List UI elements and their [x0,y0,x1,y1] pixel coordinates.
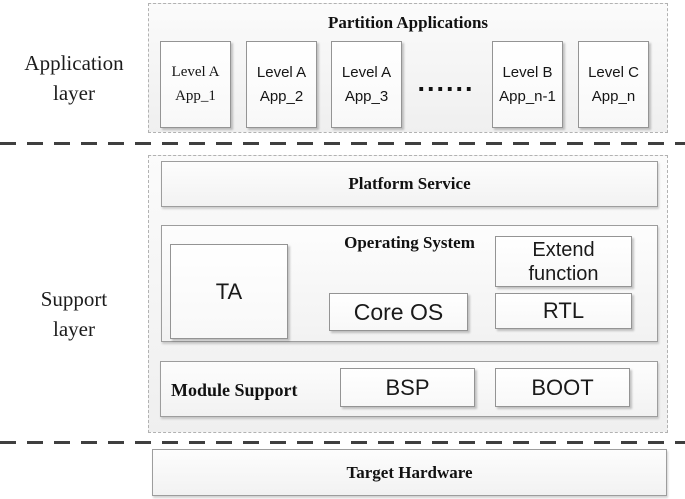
boot-box: BOOT [495,368,630,407]
partition-applications-container: Partition Applications Level A App_1 Lev… [148,3,668,133]
operating-system-title: Operating System [344,233,475,252]
rtl-box: RTL [495,293,632,329]
app-box-level-b-app-n-1: Level B App_n-1 [492,41,563,128]
module-support-title: Module Support [171,380,298,400]
platform-service-box: Platform Service [161,161,658,207]
ta-box: TA [170,244,288,339]
app-box-level-c-app-n: Level C App_n [578,41,649,128]
support-layer-container: Platform Service Operating System TA Cor… [148,155,668,433]
module-support-box: Module Support BSP BOOT [160,361,658,417]
layer-separator-top [0,142,685,145]
app-box-level-a-app2: Level A App_2 [246,41,317,128]
bsp-box: BSP [340,368,475,407]
partition-applications-title: Partition Applications [327,13,489,32]
apps-ellipsis: ...... [417,67,475,97]
app-box-level-a-app3: Level A App_3 [331,41,402,128]
operating-system-box: Operating System TA Core OS Extend funct… [161,225,658,342]
extend-function-box: Extend function [495,236,632,287]
support-layer-label: Support layer [40,287,108,342]
core-os-box: Core OS [329,293,468,331]
target-hardware-box: Target Hardware [152,449,667,496]
application-layer-label: Application layer [24,51,124,106]
layer-separator-bottom [0,441,685,444]
app-box-level-a-app1: Level A App_1 [160,41,231,128]
